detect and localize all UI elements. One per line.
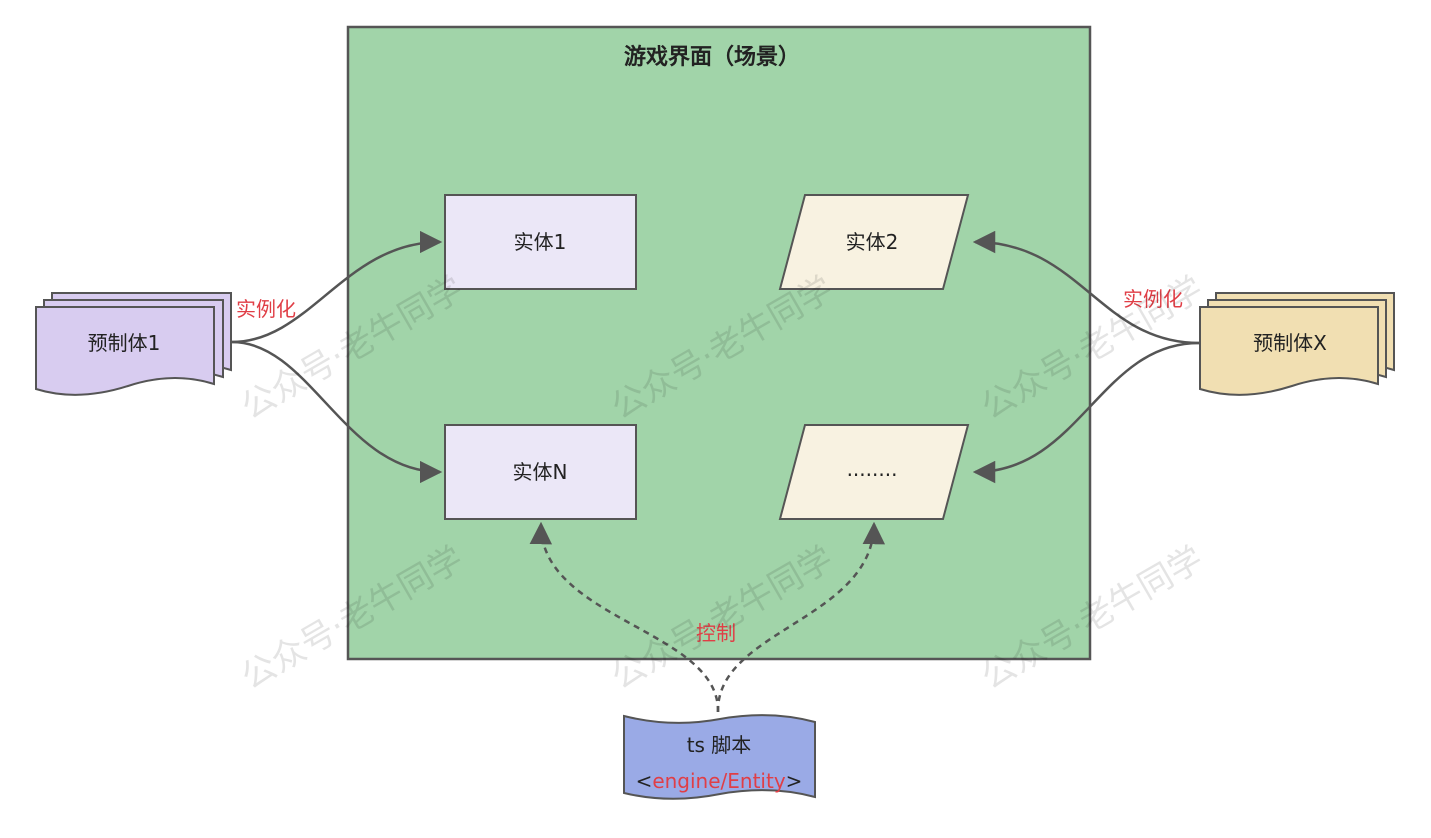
script-name: ts 脚本 (687, 733, 752, 757)
edge-prefabX-to-entity2 (972, 230, 1200, 345)
edge-script-to-ellipsis (716, 521, 886, 713)
edge-label-instantiate-left: 实例化 (236, 297, 296, 321)
edge-prefab1-to-entityN (231, 340, 443, 484)
entity-2-node[interactable]: 实体2 (778, 194, 970, 290)
prefab-right-label: 预制体X (1253, 331, 1327, 355)
entity-n-label: 实体N (513, 460, 568, 484)
prefab-right-node[interactable]: 预制体X (1199, 292, 1395, 396)
script-close-bracket: > (786, 769, 803, 793)
scene-container: 游戏界面（场景） (346, 25, 1092, 661)
prefab-left-label: 预制体1 (88, 331, 161, 355)
edge-label-instantiate-right: 实例化 (1123, 287, 1183, 311)
entity-1-label: 实体1 (514, 230, 567, 254)
script-open-bracket: < (636, 769, 653, 793)
ellipsis-label: ........ (847, 457, 898, 481)
entity-n-node[interactable]: 实体N (444, 424, 637, 520)
scene-title: 游戏界面（场景） (624, 44, 800, 70)
ellipsis-node[interactable]: ........ (778, 424, 970, 520)
script-class-line: <engine/Entity> (636, 769, 803, 793)
script-node[interactable]: ts 脚本 <engine/Entity> (623, 714, 816, 800)
prefab-left-node[interactable]: 预制体1 (35, 292, 232, 396)
edge-prefab1-to-entity1 (231, 230, 443, 344)
script-class: engine/Entity (652, 769, 786, 793)
edge-label-control: 控制 (696, 621, 736, 645)
edge-prefabX-to-ellipsis (972, 341, 1200, 484)
edge-script-to-entityN (529, 521, 720, 713)
entity-1-node[interactable]: 实体1 (444, 194, 637, 290)
entity-2-label: 实体2 (846, 230, 899, 254)
